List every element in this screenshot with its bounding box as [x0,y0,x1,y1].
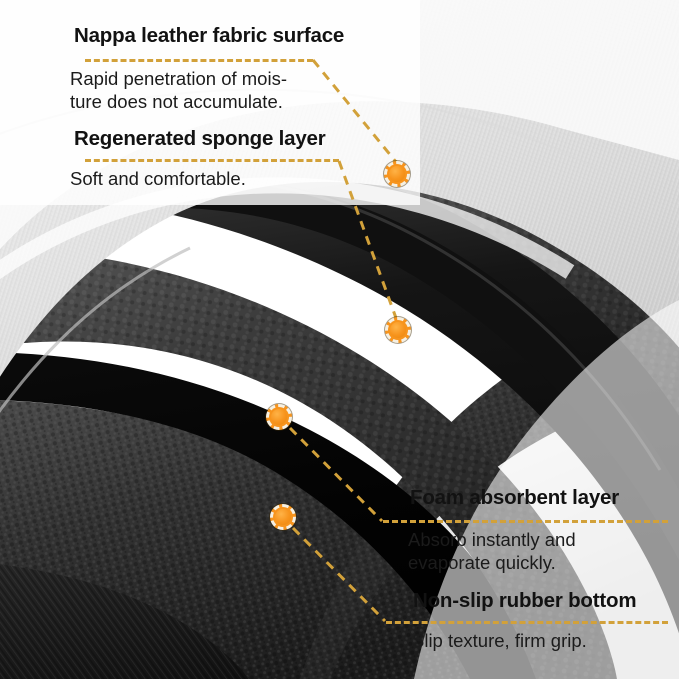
marker-nappa-leather-surface[interactable] [384,161,410,187]
callout-heading-non-slip-rubber-bottom: Non-slip rubber bottom [413,589,637,612]
callout-heading-regenerated-sponge-layer: Regenerated sponge layer [74,127,326,150]
callout-body-foam-absorbent-layer-wrap: Absorb instantly and evaporate quickly. [408,529,673,574]
marker-foam-absorbent-layer[interactable] [266,404,292,430]
callout-non-slip-rubber-bottom: Non-slip rubber bottom [413,590,678,612]
callout-rule-1 [85,59,313,62]
callout-rule-3 [383,520,668,523]
callout-regenerated-sponge-layer: Regenerated sponge layer [74,128,414,150]
callout-heading-foam-absorbent-layer: Foam absorbent layer [410,486,620,509]
callout-foam-absorbent-layer: Foam absorbent layer [410,487,675,509]
callout-body-regenerated-sponge-layer-wrap: Soft and comfortable. [70,168,390,191]
marker-regenerated-sponge-layer[interactable] [385,317,411,343]
callout-body-nappa-leather-fabric-surface: Rapid penetration of mois- ture does not… [70,68,287,112]
callout-rule-4 [386,621,668,624]
callout-body-regenerated-sponge-layer: Soft and comfortable. [70,168,246,189]
callout-heading-nappa-leather-fabric-surface: Nappa leather fabric surface [74,24,345,47]
marker-non-slip-rubber-bottom[interactable] [270,504,296,530]
callout-body-nappa-leather-fabric-surface-wrap: Rapid penetration of mois- ture does not… [70,68,400,113]
callout-body-non-slip-rubber-bottom: Slip texture, firm grip. [412,630,587,651]
callout-body-foam-absorbent-layer: Absorb instantly and evaporate quickly. [408,529,576,573]
callout-body-non-slip-rubber-bottom-wrap: Slip texture, firm grip. [412,630,677,653]
callout-rule-2 [85,159,339,162]
callout-nappa-leather-fabric-surface: Nappa leather fabric surface [74,25,414,47]
